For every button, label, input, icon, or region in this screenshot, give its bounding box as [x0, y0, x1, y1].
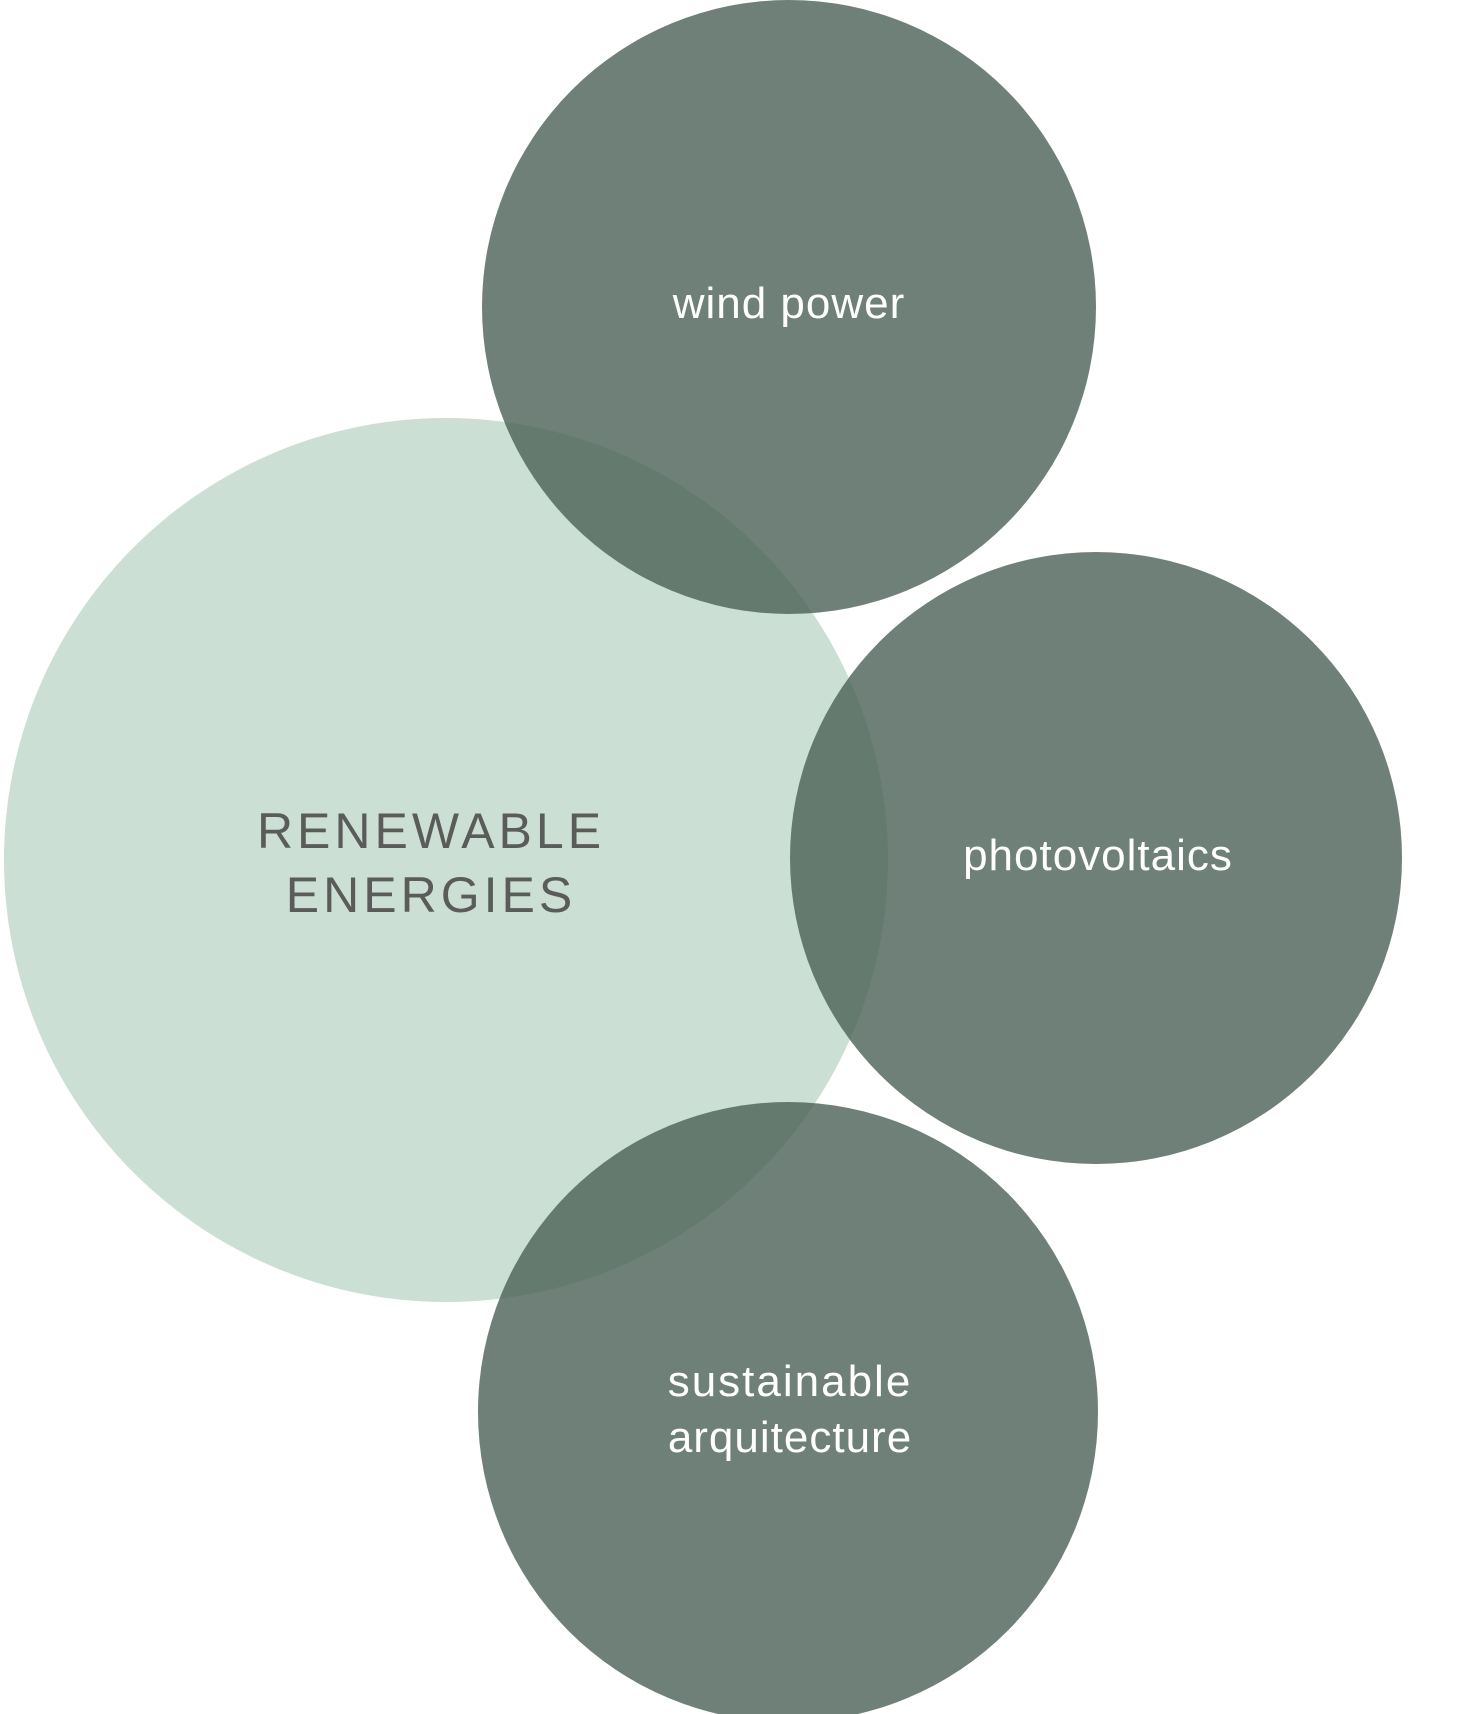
sustainable-label-line-2: arquitecture [668, 1413, 912, 1462]
photovoltaics-label: photovoltaics [963, 831, 1233, 880]
sustainable-label-line-1: sustainable [668, 1357, 913, 1406]
main-label-line-1: RENEWABLE [257, 803, 605, 859]
photovoltaics-circle [790, 552, 1402, 1164]
wind-power-circle [482, 0, 1096, 614]
renewable-energies-circle [4, 418, 888, 1302]
main-label-line-2: ENERGIES [286, 867, 576, 923]
wind-power-label: wind power [672, 279, 906, 328]
sustainable-arquitecture-circle [478, 1102, 1098, 1714]
